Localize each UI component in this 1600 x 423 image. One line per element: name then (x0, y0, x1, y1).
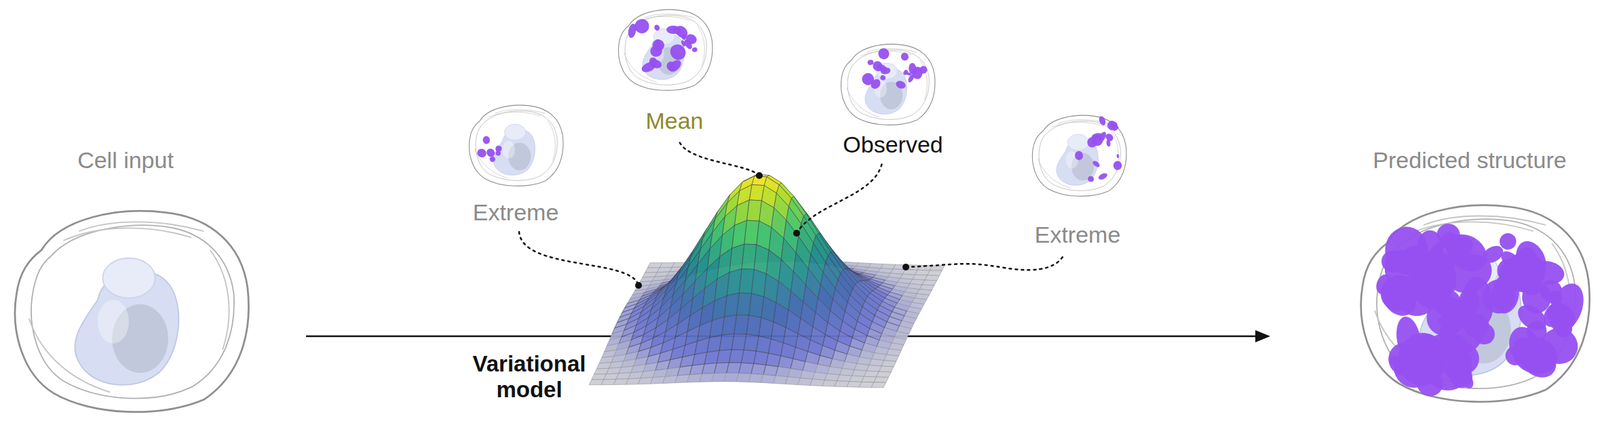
surface-cell (736, 373, 752, 383)
structure-blob (1448, 365, 1474, 391)
cell-title: Predicted structure (1340, 142, 1599, 174)
leader-line (678, 139, 760, 176)
structure-blob (653, 23, 661, 32)
sample-dot (902, 263, 910, 271)
structure-blob (1097, 172, 1109, 182)
surface-mesh (588, 174, 945, 388)
structure-blob (651, 38, 665, 53)
surface-cell (746, 315, 762, 337)
structure-blob (495, 149, 502, 157)
cell-title: Cell input (0, 142, 252, 174)
cell-outline (840, 44, 935, 125)
structure-blob (485, 147, 497, 159)
arrow-head (1255, 330, 1271, 343)
model-label: Variational model (454, 351, 604, 404)
cell-outline (468, 105, 563, 186)
sample-label: Extreme (1034, 221, 1121, 249)
extreme-cell-right (1032, 115, 1126, 197)
leader-line (519, 232, 639, 286)
cell-outline (618, 9, 712, 91)
structure-blob (482, 135, 491, 145)
cell-panel: Predicted structure (1270, 142, 1595, 421)
structure-blob (1469, 318, 1500, 349)
cell-panel: Cell input (0, 142, 307, 421)
structure-blob (1097, 115, 1107, 127)
surface-cell (743, 334, 759, 352)
structure-blob (918, 65, 929, 76)
surface-cell (753, 244, 769, 275)
sample-label: Observed (842, 130, 943, 159)
structure-blob (1112, 125, 1120, 133)
structure-blob (1395, 330, 1450, 389)
mean-cell (618, 9, 712, 91)
cell-outline (1032, 115, 1126, 197)
structure-blob (867, 59, 874, 66)
structure-blob (654, 39, 661, 51)
structure-blob (692, 46, 698, 53)
observed-cell (840, 44, 935, 125)
structure-blob (1384, 225, 1430, 276)
structure-blob (633, 18, 650, 34)
structure-blob (1479, 277, 1519, 317)
structure-blob (1439, 226, 1495, 279)
structure-blobs (626, 18, 699, 74)
sample-dot (793, 230, 800, 237)
structure-blob (488, 156, 497, 164)
structure-blob (1393, 291, 1404, 310)
structure-blob (1091, 160, 1102, 169)
cell-outline (14, 211, 249, 412)
sample-dot (755, 172, 763, 180)
extreme-cell-left (468, 105, 563, 186)
sample-dot (635, 282, 642, 290)
structure-blob (879, 74, 887, 82)
sample-label: Mean (645, 107, 703, 135)
surface-cell (738, 363, 754, 374)
sample-label: Extreme (472, 198, 560, 226)
structure-blob (1510, 236, 1552, 285)
structure-blob (1074, 150, 1084, 161)
structure-blob (894, 79, 908, 91)
input-cell (14, 211, 249, 412)
structure-blob (1116, 154, 1119, 159)
structure-blobs (1074, 115, 1123, 183)
structure-blob (1496, 230, 1520, 254)
structure-blob (905, 71, 912, 76)
predicted-cell (1361, 205, 1590, 403)
structure-blob (475, 147, 488, 159)
structure-blobs (1374, 221, 1591, 402)
structure-blob (875, 46, 892, 62)
structure-blob (671, 25, 682, 36)
structure-blob (666, 57, 684, 74)
structure-blob (1103, 132, 1115, 144)
structure-blob (880, 66, 891, 75)
structure-blob (1087, 175, 1095, 184)
surface-cell (741, 350, 757, 364)
structure-blob (1433, 289, 1462, 318)
structure-blob (869, 77, 883, 91)
structure-blob (1536, 325, 1582, 369)
structure-blob (648, 56, 659, 67)
cell-outline (1361, 205, 1590, 403)
structure-blob (682, 37, 694, 51)
structure-blobs (475, 135, 502, 163)
structure-blob (1112, 160, 1122, 171)
structure-blob (1538, 299, 1569, 332)
surface-cell (751, 269, 767, 297)
leader-line (905, 255, 1064, 271)
structure-blob (1374, 272, 1424, 323)
structure-blobs (860, 46, 929, 91)
surface-cell (749, 293, 765, 319)
structure-blob (899, 51, 910, 62)
leader-line (796, 162, 883, 234)
